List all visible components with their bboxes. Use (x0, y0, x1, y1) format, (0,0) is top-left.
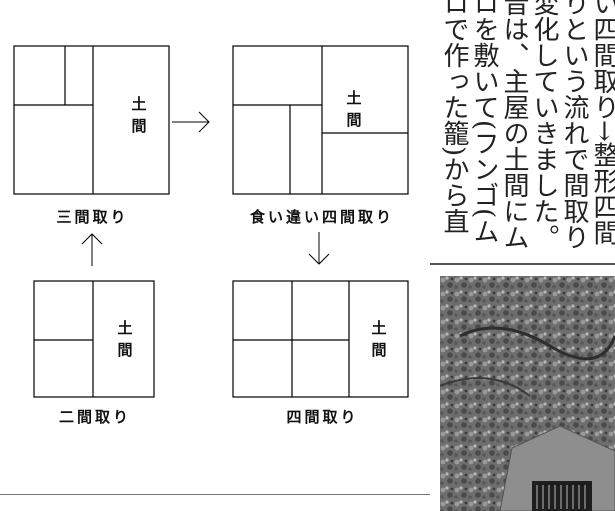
doma-char-1: 土 (131, 95, 147, 113)
caption-nigen: 二間取り (58, 408, 131, 426)
stone-monument-photo (440, 276, 615, 511)
doma-label: 土間 (115, 317, 135, 361)
doma-char-1: 土 (346, 89, 362, 107)
floorplan-sangen: 土間 (13, 45, 170, 195)
article-line: りという流れで間取り (559, 0, 589, 250)
article-line: 変化していきました。 (529, 0, 559, 250)
section-divider (430, 263, 615, 265)
arrow-up-icon (81, 233, 103, 266)
doma-char-1: 土 (117, 319, 133, 337)
doma-char-1: 土 (371, 319, 387, 337)
doma-label: 土間 (129, 93, 149, 137)
floorplan-kuichigai: 土間 (232, 45, 409, 195)
doma-label: 土間 (369, 317, 389, 361)
caption-kuichigai: 食い違い四間取り (249, 208, 394, 226)
caption-sangen: 三間取り (56, 208, 129, 226)
bottom-rule (0, 494, 430, 495)
article-line: ロを敷いて(フンゴ(ム (469, 0, 499, 245)
article-line: ロで作った籠)から直 (439, 0, 469, 235)
arrow-down-icon (308, 232, 330, 265)
floorplan-nigen: 土間 (33, 280, 155, 398)
doma-char-2: 間 (117, 341, 133, 359)
doma-char-2: 間 (371, 341, 387, 359)
floorplan-yongen: 土間 (232, 280, 409, 398)
doma-char-2: 間 (346, 111, 362, 129)
article-columns: い四間取り→整形四間 りという流れで間取り 変化していきました。 昔は、主屋の土… (439, 0, 615, 255)
caption-yongen: 四間取り (286, 408, 359, 426)
photo-illustration (440, 276, 615, 511)
doma-label: 土間 (344, 87, 364, 131)
article-text: い四間取り→整形四間 りという流れで間取り 変化していきました。 昔は、主屋の土… (430, 0, 615, 265)
article-line: い四間取り→整形四間 (589, 0, 615, 246)
arrow-right-icon (172, 111, 210, 133)
doma-char-2: 間 (131, 117, 147, 135)
article-line: 昔は、主屋の土間にム (499, 0, 529, 250)
